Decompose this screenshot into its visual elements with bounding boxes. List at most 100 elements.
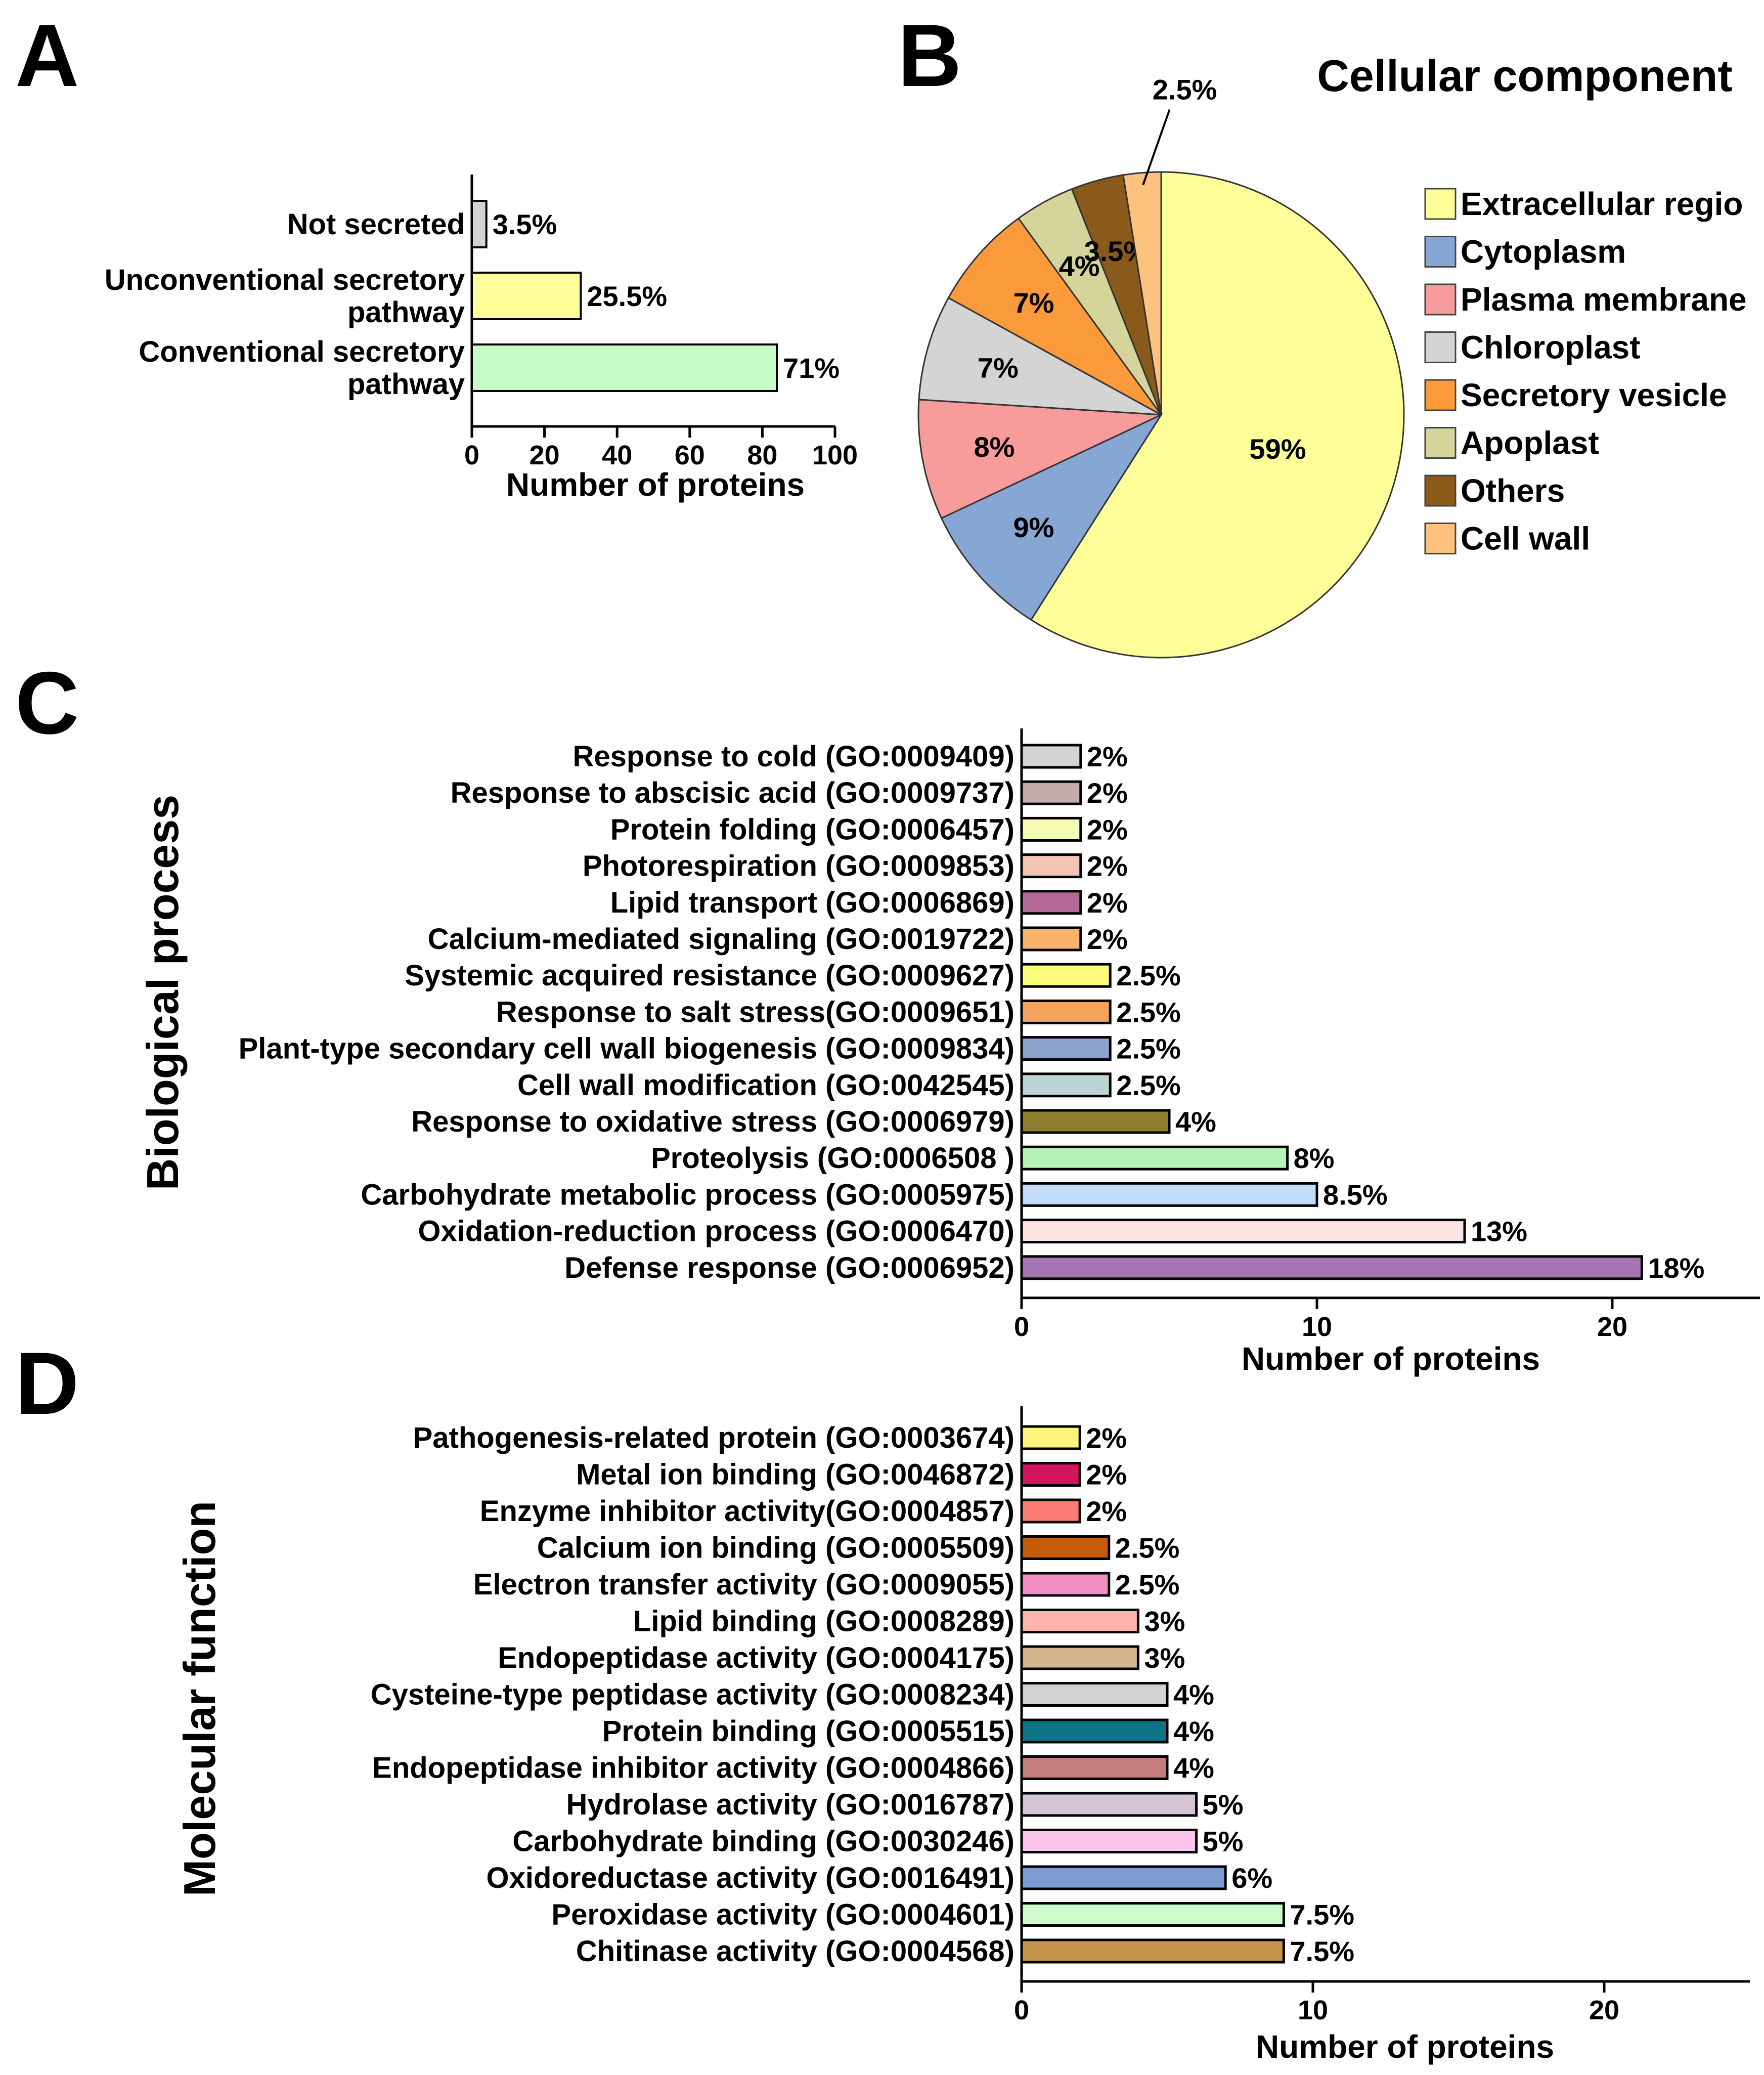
category-label: Endopeptidase activity (GO:0004175)	[498, 1641, 1015, 1674]
bar	[1020, 1682, 1169, 1707]
bar-value-label: 4%	[1175, 1106, 1216, 1138]
pie-chart-title: Cellular component	[1317, 51, 1732, 101]
pie-slice	[940, 413, 1164, 621]
bar-value-label: 71%	[783, 352, 840, 384]
bar-value-label: 8%	[1294, 1142, 1335, 1174]
pie-leader-line	[1142, 109, 1171, 186]
bar	[1020, 1755, 1169, 1780]
bar-value-label: 3%	[1144, 1606, 1185, 1637]
panel-letter-c: C	[15, 654, 79, 753]
category-label: Proteolysis (GO:0006508 )	[651, 1142, 1015, 1175]
category-label: Not secreted	[287, 208, 465, 241]
bar-value-label: 18%	[1648, 1252, 1704, 1284]
category-label: Protein binding (GO:0005515)	[602, 1715, 1015, 1748]
category-label: Endopeptidase inhibitor activity (GO:000…	[372, 1752, 1015, 1785]
bar	[1020, 744, 1082, 769]
x-tick-label: 20	[1589, 1995, 1619, 2025]
category-label: Calcium-mediated signaling (GO:0019722)	[428, 923, 1015, 956]
x-tick-label: 20	[1597, 1312, 1627, 1342]
bar-value-label: 5%	[1203, 1826, 1244, 1857]
pie-chart: 59%9%8%7%7%4%3.5%2.5%	[917, 74, 1405, 659]
panel-d-y-axis-title: Molecular function	[174, 1501, 225, 1896]
category-label: Enzyme inhibitor activity(GO:0004857)	[480, 1495, 1015, 1528]
pie-slice	[1030, 171, 1405, 659]
bar	[1020, 1645, 1139, 1670]
x-tick-label: 40	[602, 440, 632, 470]
bar-value-label: 2.5%	[1116, 960, 1181, 991]
bar	[1020, 1036, 1112, 1061]
pie-slice-label: 8%	[974, 431, 1015, 463]
panel-d-x-axis-title: Number of proteins	[1256, 2028, 1554, 2065]
category-label: Oxidation-reduction process (GO:0006470)	[418, 1215, 1015, 1248]
category-label: Pathogenesis-related protein (GO:0003674…	[413, 1421, 1015, 1454]
bar-value-label: 4%	[1173, 1679, 1214, 1711]
bar-value-label: 2%	[1087, 813, 1128, 845]
legend-swatch	[1424, 236, 1457, 268]
pie-slice-label: 7%	[1013, 287, 1054, 319]
bar-value-label: 2.5%	[1116, 996, 1181, 1028]
panel-letter-d: D	[15, 1334, 79, 1433]
legend-label: Cytoplasm	[1461, 234, 1626, 270]
legend-swatch	[1424, 427, 1457, 459]
bar	[1020, 963, 1112, 988]
bar	[1020, 1609, 1139, 1633]
panel-c-x-axis-title: Number of proteins	[1242, 1341, 1540, 1377]
legend-label: Chloroplast	[1461, 329, 1641, 366]
bar	[471, 343, 778, 392]
category-label: Systemic acquired resistance (GO:0009627…	[405, 959, 1015, 992]
category-label: pathway	[347, 368, 465, 401]
bar-value-label: 3%	[1144, 1642, 1185, 1674]
bar	[1020, 1145, 1289, 1171]
x-tick-label: 60	[675, 440, 705, 470]
category-label: Carbohydrate metabolic process (GO:00059…	[361, 1178, 1015, 1211]
category-label: Conventional secretory	[139, 335, 465, 368]
bar	[1020, 1425, 1081, 1450]
bar-value-label: 2.5%	[1116, 1033, 1181, 1065]
category-label: Peroxidase activity (GO:0004601)	[551, 1898, 1015, 1931]
bar	[1020, 1718, 1169, 1744]
x-tick-label: 0	[1014, 1312, 1029, 1342]
bar	[1020, 999, 1112, 1024]
panel-letter-a: A	[15, 7, 79, 105]
legend-swatch	[1424, 379, 1457, 411]
category-label: Oxidoreductase activity (GO:0016491)	[487, 1862, 1015, 1894]
bar	[1020, 1255, 1643, 1280]
category-label: Protein folding (GO:0006457)	[610, 813, 1015, 846]
bar-value-label: 2%	[1087, 887, 1128, 919]
panel-letter-b: B	[898, 7, 961, 105]
x-tick-label: 100	[812, 440, 858, 470]
bar-value-label: 2%	[1087, 923, 1128, 955]
bar	[1020, 1182, 1318, 1207]
category-label: Cell wall modification (GO:0042545)	[517, 1069, 1015, 1102]
bar	[1020, 1865, 1227, 1890]
pie-slice	[947, 217, 1162, 416]
bar-value-label: 7.5%	[1290, 1899, 1354, 1931]
bar	[1020, 1109, 1171, 1134]
category-label: Response to oxidative stress (GO:0006979…	[411, 1105, 1015, 1138]
bar	[471, 200, 488, 248]
pie-slice	[1122, 171, 1162, 415]
bar	[1020, 1072, 1112, 1098]
bar-value-label: 2%	[1086, 1459, 1127, 1491]
category-label: Lipid transport (GO:0006869)	[610, 886, 1015, 919]
bar	[1020, 1792, 1198, 1817]
x-tick-label: 10	[1302, 1312, 1332, 1342]
bar-value-label: 25.5%	[587, 280, 667, 312]
bar	[471, 272, 582, 320]
pie-slice-label: 9%	[1013, 511, 1054, 543]
bar	[1020, 1938, 1285, 1964]
legend-swatch	[1424, 188, 1457, 220]
bar	[1020, 1535, 1111, 1560]
legend-label: Extracellular regio	[1461, 186, 1743, 222]
category-label: Electron transfer activity (GO:0009055)	[473, 1568, 1015, 1601]
legend-label: Apoplast	[1461, 425, 1599, 461]
bar	[1020, 926, 1082, 952]
panel-b-cellular-component-pie: B Cellular component 59%9%8%7%7%4%3.5%2.…	[898, 7, 1747, 659]
category-label: Hydrolase activity (GO:0016787)	[566, 1788, 1015, 1821]
legend-swatch	[1424, 474, 1457, 507]
legend-swatch	[1424, 283, 1457, 316]
legend-label: Plasma membrane	[1461, 281, 1747, 318]
bar-value-label: 2%	[1087, 741, 1128, 772]
